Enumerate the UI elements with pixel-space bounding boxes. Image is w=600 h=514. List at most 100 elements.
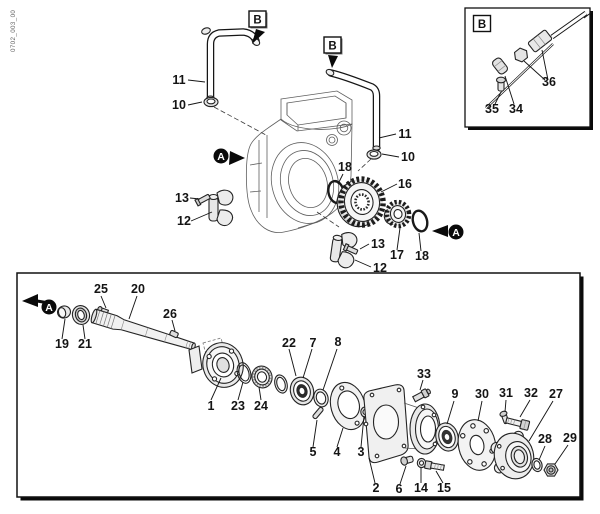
view-label-a-shaft: A — [45, 302, 53, 314]
view-marker-a-shaft: A — [22, 294, 57, 315]
callout-12-lower: 12 — [373, 261, 387, 275]
detail-inset-box: B 36 35 34 — [464, 7, 593, 130]
callout-6: 6 — [396, 482, 403, 496]
callout-11-right: 11 — [398, 127, 411, 141]
assembly-dash-right — [357, 158, 372, 172]
assembly-dash-clamp — [316, 211, 340, 228]
arrow-b-left-icon — [252, 29, 265, 44]
ferrule-34 — [491, 57, 509, 75]
view-label-b-left: B — [253, 15, 261, 27]
view-label-a-housing: A — [217, 151, 225, 163]
callout-27: 27 — [549, 387, 563, 401]
callout-12-upper: 12 — [177, 214, 191, 228]
callout-15: 15 — [437, 481, 451, 495]
part-29-nut — [543, 463, 559, 477]
part-7-bearing — [289, 376, 315, 406]
yoke-end — [188, 345, 203, 374]
gear-16 — [336, 176, 386, 228]
arrow-a-shaft-icon — [22, 294, 38, 307]
assembly-dash-left — [213, 106, 267, 136]
callout-2: 2 — [373, 481, 380, 495]
part-5-pin — [312, 406, 324, 420]
callout-4: 4 — [334, 445, 341, 459]
screw-35 — [495, 76, 507, 92]
leader-lines-top — [187, 79, 422, 268]
part-2-carrier — [363, 384, 441, 464]
part-1-hub — [202, 342, 244, 388]
arrow-a-gear-icon — [432, 225, 448, 237]
callout-16: 16 — [398, 177, 412, 191]
part-27-hub — [490, 430, 535, 480]
callout-7: 7 — [310, 336, 317, 350]
bolt-13-upper — [194, 193, 211, 207]
callout-23: 23 — [231, 399, 245, 413]
gear-17 — [383, 199, 412, 229]
callout-24: 24 — [254, 399, 268, 413]
pipe-11-left — [201, 27, 261, 102]
oring-18-right — [411, 209, 429, 233]
clamp-12-upper — [208, 189, 234, 227]
bolt-13-lower — [342, 243, 359, 255]
leader-lines-bottom — [61, 295, 569, 485]
view-marker-b-left: B — [248, 10, 268, 44]
part-24-bush — [251, 365, 273, 389]
callout-8: 8 — [335, 335, 342, 349]
part-28-ring — [531, 457, 543, 473]
view-label-b-right: B — [328, 41, 336, 53]
part-6-bolt — [400, 455, 414, 466]
washer-10-right — [366, 149, 382, 160]
callout-5: 5 — [310, 445, 317, 459]
callout-18-housing: 18 — [338, 160, 352, 174]
callout-35: 35 — [485, 102, 499, 116]
part-22-ring — [274, 374, 288, 394]
view-marker-a-housing: A — [213, 148, 245, 165]
view-marker-a-gear: A — [432, 224, 464, 240]
callout-18-gear: 18 — [415, 249, 429, 263]
callout-10-right: 10 — [401, 150, 415, 164]
callout-10-left: 10 — [172, 98, 186, 112]
callout-26: 26 — [163, 307, 177, 321]
callout-33: 33 — [417, 367, 431, 381]
callout-20: 20 — [131, 282, 145, 296]
view-label-b-inset: B — [478, 19, 486, 31]
callout-13-upper: 13 — [175, 191, 189, 205]
part-26-key — [169, 329, 179, 339]
bracket-outline — [202, 337, 227, 363]
callout-19: 19 — [55, 337, 69, 351]
callout-31: 31 — [499, 386, 513, 400]
callout-28: 28 — [538, 432, 552, 446]
part-32-bolt — [505, 417, 531, 431]
pipe-11-right — [325, 68, 381, 152]
callout-11-left: 11 — [172, 73, 185, 87]
callout-25: 25 — [94, 282, 108, 296]
part-33-fitting — [411, 388, 431, 403]
part-21-seal — [71, 305, 91, 325]
callout-21: 21 — [78, 337, 92, 351]
part-15-bolt — [424, 460, 445, 471]
part-9-bearing — [435, 422, 459, 452]
drawing-code: 0702_003_00 — [10, 10, 17, 52]
callout-9: 9 — [452, 387, 459, 401]
union-nut-36 — [527, 29, 553, 53]
callout-22: 22 — [282, 336, 296, 350]
gearbox-housing — [245, 90, 353, 233]
callout-13-lower: 13 — [371, 237, 385, 251]
arrow-b-right-icon — [328, 55, 338, 68]
part-23-oring — [236, 362, 252, 384]
part-19-cap — [56, 305, 72, 319]
washer-10-left — [203, 96, 219, 108]
part-14-washer — [416, 457, 427, 469]
part-8-ring — [313, 388, 329, 408]
view-marker-b-right: B — [323, 36, 343, 68]
callout-3: 3 — [358, 445, 365, 459]
callout-14: 14 — [414, 481, 428, 495]
callout-32: 32 — [524, 386, 538, 400]
arrow-a-housing-icon — [229, 151, 245, 165]
callout-34: 34 — [509, 102, 523, 116]
nut-36 — [513, 47, 529, 63]
callout-17: 17 — [390, 248, 404, 262]
callout-1: 1 — [208, 399, 215, 413]
callout-30: 30 — [475, 387, 489, 401]
